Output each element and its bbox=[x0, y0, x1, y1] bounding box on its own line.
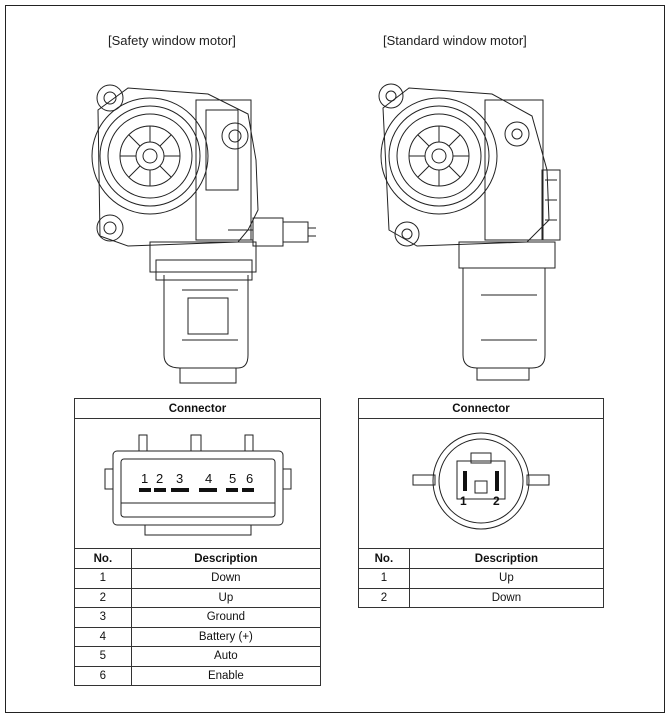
pin-label: 2 bbox=[493, 494, 500, 508]
pin-terminals bbox=[139, 488, 254, 492]
six-pin-connector-icon: 1 2 3 4 5 6 bbox=[104, 434, 292, 536]
safety-window-motor-illustration bbox=[91, 84, 316, 384]
pin-terminals bbox=[463, 471, 499, 491]
pin-label: 2 bbox=[156, 471, 163, 486]
column-description: Description bbox=[130, 548, 322, 569]
connector-face-cell: 1 2 3 4 5 6 bbox=[74, 418, 321, 549]
pin-label: 1 bbox=[141, 471, 148, 486]
connector-face-cell: 1 2 bbox=[358, 418, 604, 549]
column-description: Description bbox=[408, 548, 605, 569]
pin-label: 5 bbox=[229, 471, 236, 486]
pin-label: 6 bbox=[246, 471, 253, 486]
safety-motor-title: [Safety window motor] bbox=[108, 33, 236, 48]
column-no: No. bbox=[358, 548, 410, 569]
connector-title: Connector bbox=[74, 398, 321, 419]
page-frame bbox=[5, 5, 665, 713]
pin-label: 1 bbox=[460, 494, 467, 508]
safety-connector-table: Connector 1 2 3 4 5 6 bbox=[74, 398, 322, 686]
pin-label: 4 bbox=[205, 471, 212, 486]
column-no: No. bbox=[74, 548, 132, 569]
standard-window-motor-illustration bbox=[378, 83, 561, 381]
two-pin-connector-icon: 1 2 bbox=[412, 432, 550, 530]
standard-motor-title: [Standard window motor] bbox=[383, 33, 527, 48]
pin-label: 3 bbox=[176, 471, 183, 486]
connector-title: Connector bbox=[358, 398, 604, 419]
